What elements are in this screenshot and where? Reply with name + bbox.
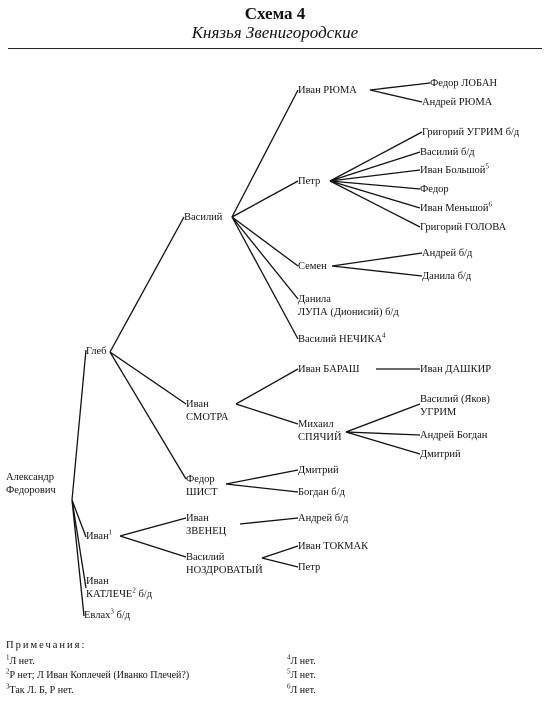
node-fedor-loban: Федор ЛОБАН: [430, 78, 498, 89]
node-gleb: Глеб: [86, 346, 107, 357]
edge-shist-bogdan: [225, 483, 299, 493]
edge-petr-fedor: [329, 180, 421, 190]
edge-aleksandr-ivan1: [71, 499, 87, 538]
note-2: 2Р нет; Л Иван Коплечей (Иванко Плечей?): [6, 667, 190, 681]
node-dmitry-1: Дмитрий: [420, 449, 461, 460]
edge-gleb-shist: [109, 351, 187, 480]
edge-ryuma-loban: [369, 82, 431, 91]
edge-shist-dmitry: [225, 469, 299, 485]
edge-petr-ivan-m: [329, 180, 421, 209]
node-ivan-barash: Иван БАРАШ: [298, 364, 360, 375]
node-ivan-dashkir: Иван ДАШКИР: [420, 364, 492, 375]
node-ivan-katleche: Иван КАТЛЕЧЕ2 б/д: [86, 576, 153, 600]
node-andrey-bd: Андрей б/д: [422, 248, 473, 259]
edge-smotra-barash: [235, 368, 299, 405]
edge-vasily-semen: [231, 216, 299, 267]
edge-ivan1-nozdr: [119, 535, 187, 558]
edge-ivan1-zvenets: [119, 517, 187, 537]
edge-mikhail-vasily: [345, 403, 421, 433]
diagram-subtitle: Князья Звенигородские: [191, 23, 359, 42]
node-andrey-bogdan: Андрей Богдан: [420, 430, 488, 441]
edge-smotra-mikhail: [235, 403, 299, 425]
note-6: 6Л нет.: [287, 682, 316, 696]
edge-ryuma-andrey: [369, 89, 423, 103]
edge-gleb-vasily: [109, 216, 185, 353]
node-ivan-bolshoy: Иван Большой5: [420, 162, 489, 176]
node-vasily-nechika: Василий НЕЧИКА4: [298, 331, 386, 345]
node-fedor: Федор: [420, 184, 449, 195]
node-semen: Семен: [298, 261, 327, 272]
node-petr: Петр: [298, 176, 321, 187]
note-4: 4Л нет.: [287, 653, 316, 667]
edge-semen-danila: [331, 265, 423, 277]
node-dmitry-2: Дмитрий: [298, 465, 339, 476]
edge-vasily-petr: [231, 180, 299, 218]
edge-petr-grigory: [329, 131, 423, 182]
node-grigory-golova: Григорий ГОЛОВА: [420, 222, 507, 233]
edge-vasily-nechika: [231, 216, 299, 340]
node-andrey-bd2: Андрей б/д: [298, 513, 349, 524]
edge-zvenets-andrey: [239, 517, 299, 525]
note-3: 3Так Л. Б, Р нет.: [6, 682, 74, 696]
node-ivan-tokmak: Иван ТОКМАК: [298, 541, 369, 552]
edge-gleb-smotra: [109, 351, 187, 405]
note-5: 5Л нет.: [287, 667, 316, 681]
edge-semen-andrey: [331, 252, 423, 267]
edge-aleksandr-evlakh: [71, 499, 85, 617]
note-1: 1Л нет.: [6, 653, 35, 667]
edge-mikhail-dmitry: [345, 431, 421, 455]
node-ivan1: Иван1: [86, 528, 113, 542]
edge-mikhail-andrey: [345, 431, 421, 436]
edge-nozdr-tokmak: [261, 545, 299, 559]
diagram-title: Схема 4: [244, 4, 306, 23]
notes-heading: Примечания:: [6, 640, 87, 651]
node-bogdan-bd: Богдан б/д: [298, 487, 345, 498]
node-ivan-ryuma: Иван РЮМА: [298, 85, 357, 96]
node-grigory-ugrim: Григорий УГРИМ б/д: [422, 127, 520, 138]
node-ivan-menshoy: Иван Меньшой6: [420, 200, 493, 214]
node-petr2: Петр: [298, 562, 321, 573]
edge-petr-ivan-b: [329, 169, 421, 182]
edge-vasily-ryuma: [231, 89, 299, 218]
node-vasily-yakov: Василий (Яков)УГРИМ: [420, 394, 490, 418]
edge-aleksandr-gleb: [71, 349, 87, 501]
edge-nozdr-petr: [261, 557, 299, 568]
title-rule: [8, 48, 542, 49]
edge-petr-vasily: [329, 151, 421, 182]
node-andrey-ryuma: Андрей РЮМА: [422, 97, 493, 108]
node-danila-bd: Данила б/д: [422, 271, 472, 282]
edge-aleksandr-katleche: [71, 499, 87, 589]
edge-vasily-lupa: [231, 216, 299, 300]
node-vasily: Василий: [184, 212, 223, 223]
node-evlakh: Евлах3 б/д: [84, 607, 131, 621]
node-vasily-bd: Василий б/д: [420, 147, 475, 158]
edge-petr-golova: [329, 180, 421, 228]
